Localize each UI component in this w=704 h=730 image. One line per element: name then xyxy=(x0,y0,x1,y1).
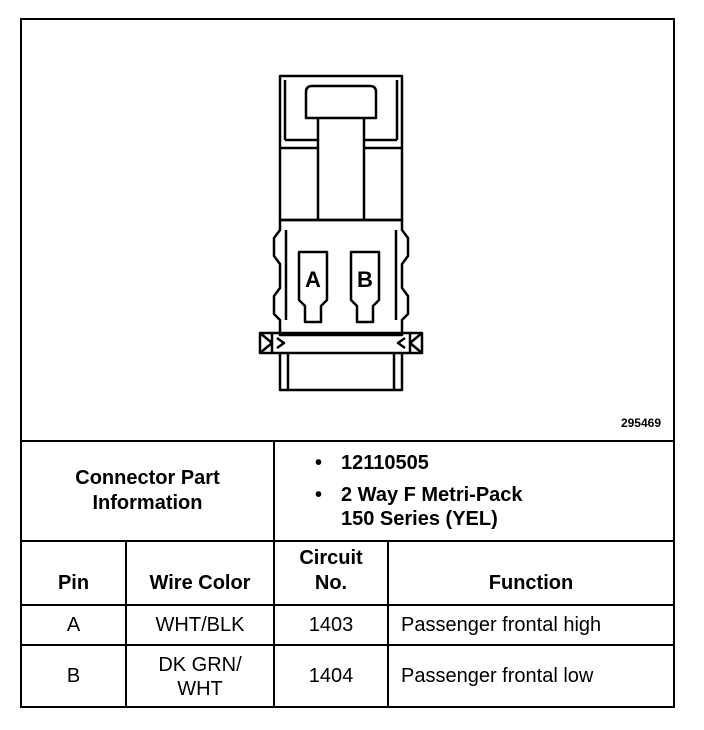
info-item-text: 2 Way F Metri-Pack xyxy=(341,484,523,506)
pin-cavity-b xyxy=(349,250,381,324)
cell-wire-color: DK GRN/ WHT xyxy=(125,644,275,707)
table-row: A WHT/BLK 1403 Passenger frontal high xyxy=(22,604,673,646)
cell-function: Passenger frontal high xyxy=(387,604,673,646)
cell-wire-color: WHT/BLK xyxy=(125,604,275,646)
table-row: B DK GRN/ WHT 1404 Passenger frontal low xyxy=(22,644,673,707)
header-row: Pin Wire Color Circuit No. Function xyxy=(22,540,673,606)
cell-circuit: 1403 xyxy=(273,604,389,646)
info-label-line2: Information xyxy=(92,492,203,514)
info-item-text: 150 Series (YEL) xyxy=(341,508,498,530)
header-circuit: Circuit No. xyxy=(273,540,389,606)
cell-circuit: 1404 xyxy=(273,644,389,707)
info-item-text: 12110505 xyxy=(341,452,429,474)
connector-housing xyxy=(272,218,410,337)
header-pin: Pin xyxy=(22,540,127,606)
pin-label-a: A xyxy=(305,267,321,292)
wire-color-line1: WHT/BLK xyxy=(155,613,245,636)
connector-table: Connector Part Information • 12110505 • … xyxy=(22,440,673,707)
pin-label-b: B xyxy=(357,267,373,292)
header-circuit-line1: Circuit xyxy=(299,547,363,569)
header-circuit-line2: No. xyxy=(314,572,348,594)
bullet-marker: • xyxy=(315,452,323,474)
connector-figure: A B 295469 xyxy=(22,20,673,440)
cell-pin: B xyxy=(22,644,127,707)
pin-cavity-a xyxy=(297,250,329,324)
connector-sheet: A B 295469 Connector Part Information • … xyxy=(20,18,675,708)
info-item-description: • 2 Way F Metri-Pack 150 Series (YEL) xyxy=(315,483,673,531)
bullet-marker: • xyxy=(315,484,323,506)
header-wire-color: Wire Color xyxy=(125,540,275,606)
wire-color-line1: DK GRN/ xyxy=(158,653,242,676)
info-item-part-number: • 12110505 xyxy=(315,451,673,475)
latch-tab xyxy=(304,84,378,120)
header-function: Function xyxy=(387,540,673,606)
info-label-cell: Connector Part Information xyxy=(22,440,275,542)
info-label-line1: Connector Part xyxy=(75,467,220,489)
figure-number: 295469 xyxy=(620,416,661,430)
info-list-cell: • 12110505 • 2 Way F Metri-Pack 150 Seri… xyxy=(273,440,673,542)
cell-pin: A xyxy=(22,604,127,646)
connector-drawing: A B xyxy=(258,74,424,392)
wire-color-line2: WHT xyxy=(177,677,223,700)
cell-function: Passenger frontal low xyxy=(387,644,673,707)
info-row: Connector Part Information • 12110505 • … xyxy=(22,440,673,542)
